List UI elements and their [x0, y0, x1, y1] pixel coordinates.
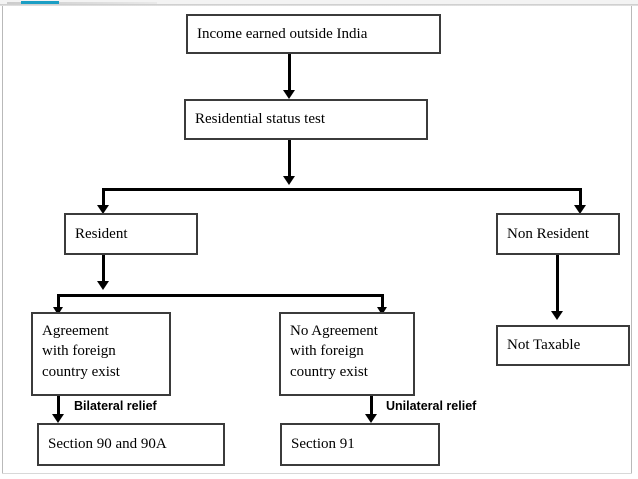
edge-label-unilateral-relief: Unilateral relief — [386, 399, 477, 413]
node-no-agreement-with-foreign-country-exist: No Agreement with foreign country exist — [279, 312, 415, 396]
arrowhead-to-no-agreement — [377, 307, 387, 315]
connector-no-agreement-to-section91 — [370, 396, 373, 420]
connector-non-resident-to-not-taxable — [556, 255, 559, 315]
node-agreement-with-foreign-country-exist: Agreement with foreign country exist — [31, 312, 171, 396]
arrowhead-to-agreement — [53, 307, 63, 315]
arrowhead-income-to-status — [283, 90, 295, 99]
arrowhead-to-resident — [97, 205, 109, 214]
node-income-earned-outside-india: Income earned outside India — [186, 14, 441, 54]
slide-top-shade — [7, 2, 157, 4]
slide-frame-left — [2, 6, 3, 474]
arrowhead-to-section91 — [365, 414, 377, 423]
arrowhead-to-not-taxable — [551, 311, 563, 320]
slide-frame-top — [0, 4, 638, 6]
node-non-resident: Non Resident — [496, 213, 620, 255]
connector-agreement-to-section90 — [57, 396, 60, 420]
connector-split-agreement-right — [381, 294, 384, 312]
arrowhead-to-section90 — [52, 414, 64, 423]
edge-label-bilateral-relief: Bilateral relief — [74, 399, 157, 413]
node-residential-status-test: Residential status test — [184, 99, 428, 140]
node-not-taxable: Not Taxable — [496, 325, 630, 366]
split-bar-resident-nonresident — [102, 188, 582, 191]
arrowhead-to-non-resident — [574, 205, 586, 214]
connector-split-agreement-left — [57, 294, 60, 312]
slide-top-highlight — [0, 0, 638, 4]
arrowhead-resident-to-split — [97, 281, 109, 290]
slide-frame-bottom — [2, 473, 632, 474]
connector-status-to-split — [288, 140, 291, 180]
connector-split-left — [102, 188, 105, 210]
arrowhead-status-to-split — [283, 176, 295, 185]
split-bar-agreement — [57, 294, 384, 297]
node-resident: Resident — [64, 213, 198, 255]
node-section-91: Section 91 — [280, 423, 440, 466]
connector-income-to-status — [288, 54, 291, 92]
connector-split-right — [579, 188, 582, 210]
node-section-90-and-90a: Section 90 and 90A — [37, 423, 225, 466]
connector-resident-to-split — [102, 255, 105, 287]
accent-bar — [21, 1, 59, 4]
slide-frame-right — [631, 6, 632, 474]
